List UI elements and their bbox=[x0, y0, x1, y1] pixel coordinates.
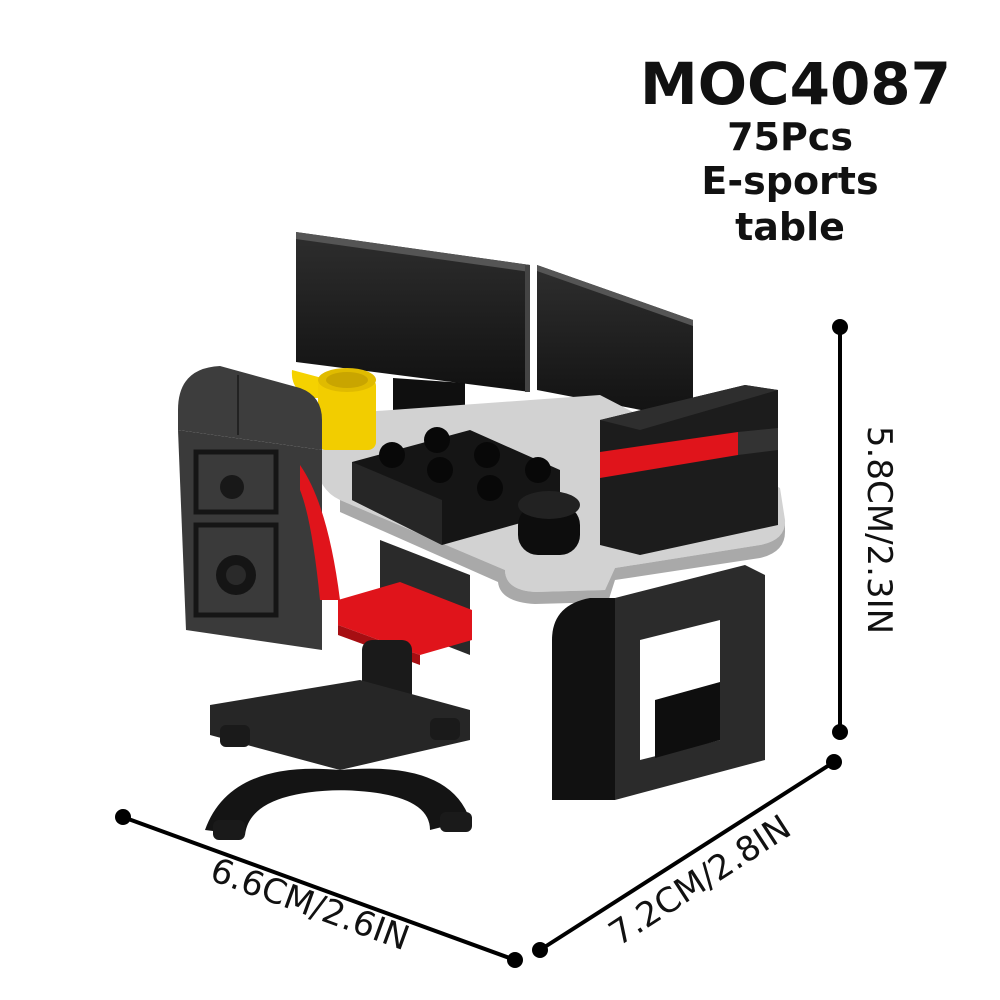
dimension-depth-line bbox=[532, 754, 842, 958]
pc-tower bbox=[600, 385, 778, 555]
right-monitor bbox=[537, 265, 693, 420]
keyboard bbox=[352, 427, 560, 545]
desk-leg-right bbox=[552, 565, 765, 800]
dimension-width-line bbox=[115, 809, 523, 968]
product-name: E-sports table bbox=[701, 159, 879, 249]
dimension-height-label: 5.8CM/2.3IN bbox=[859, 426, 899, 634]
model-number: MOC4087 bbox=[640, 50, 952, 118]
dimension-depth-label: 7.2CM/2.8IN bbox=[602, 807, 798, 954]
piece-count: 75Pcs bbox=[727, 115, 853, 159]
dimension-height-line bbox=[832, 319, 848, 740]
gaming-chair bbox=[178, 366, 472, 840]
dimension-width-label: 6.6CM/2.6IN bbox=[205, 850, 414, 959]
left-monitor bbox=[296, 232, 530, 392]
round-part bbox=[518, 491, 580, 555]
product-title-block: MOC4087 75Pcs E-sports table bbox=[640, 50, 952, 250]
